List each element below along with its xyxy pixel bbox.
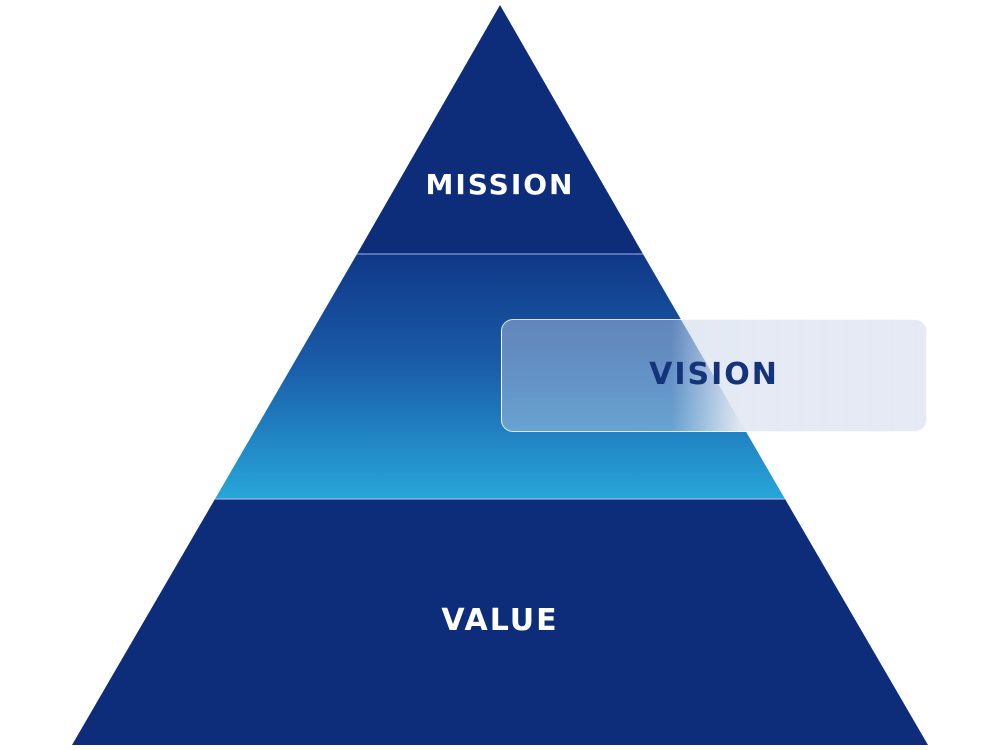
- value-label: VALUE: [441, 603, 559, 638]
- mission-label: MISSION: [425, 168, 575, 201]
- vision-label: VISION: [649, 357, 779, 392]
- vision-tier: [215, 254, 785, 499]
- value-tier: [72, 499, 928, 745]
- mission-tier: [357, 5, 643, 254]
- vision-card: VISION: [501, 319, 927, 432]
